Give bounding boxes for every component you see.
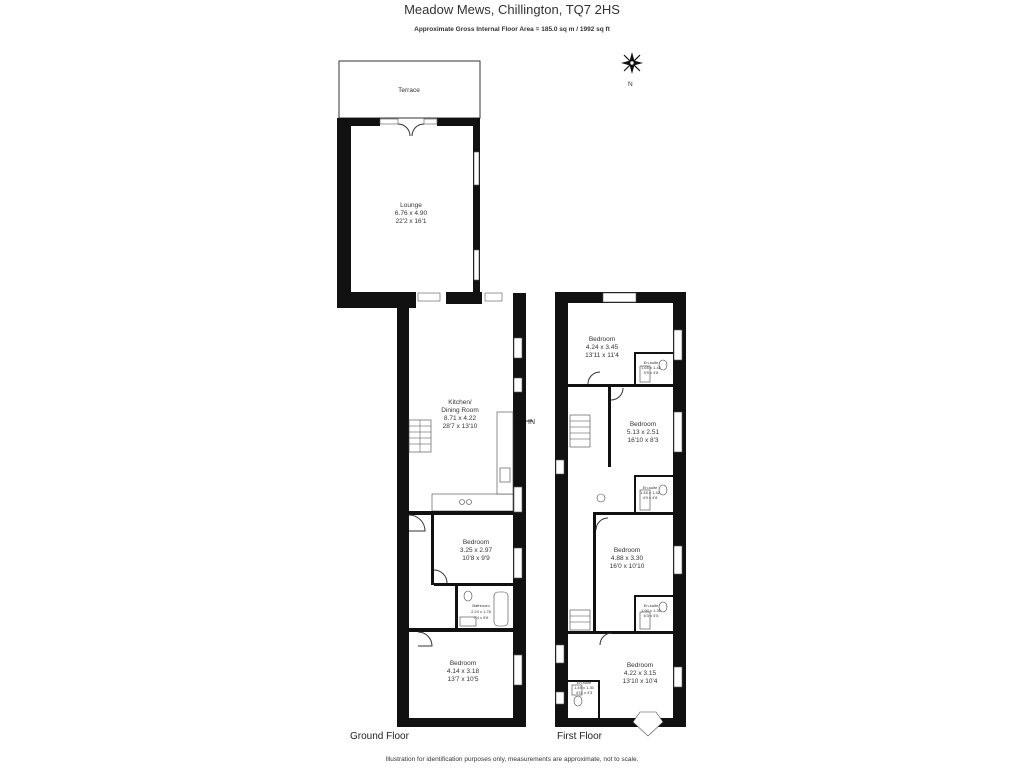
first-bedroom1-metric: 4.24 x 3.45	[586, 344, 619, 351]
lounge-imperial: 22'2 x 16'1	[395, 218, 426, 225]
lounge-metric: 6.76 x 4.90	[395, 210, 428, 217]
first-bedroom4-name: Bedroom	[627, 662, 653, 669]
first-ensuite1-metric: 1.65 x 1.42	[641, 365, 662, 370]
first-bedroom3-name: Bedroom	[614, 547, 640, 554]
ground-floor-label: Ground Floor	[350, 731, 409, 742]
terrace-outline	[338, 60, 481, 119]
first-bedroom2-metric: 5.13 x 2.51	[627, 429, 660, 436]
first-bedroom3-metric: 4.88 x 3.30	[611, 555, 644, 562]
first-ensuite3-name: En-suite	[644, 603, 659, 608]
first-bedroom4-metric: 4.22 x 3.15	[624, 670, 657, 677]
first-bedroom1-imperial: 13'11 x 11'4	[585, 352, 619, 359]
first-floor-plan	[555, 292, 686, 737]
kitchen-metric: 8.71 x 4.22	[444, 415, 477, 422]
first-ensuite2-metric: 1.45 x 1.42	[640, 490, 661, 495]
ground-bedroom1-metric: 3.25 x 2.97	[460, 547, 493, 554]
ground-bedroom2-name: Bedroom	[450, 660, 476, 667]
disclaimer-footer: Illustration for identification purposes…	[385, 756, 639, 763]
first-ensuite1-name: En-suite	[644, 360, 659, 365]
ground-bedroom2-metric: 4.14 x 3.18	[447, 668, 480, 675]
first-ensuite2-name: En-suite	[643, 485, 658, 490]
first-ensuite1-imperial: 5'5 x 4'8	[644, 370, 659, 375]
ground-bathroom-imperial: 7'4 x 5'6	[474, 615, 489, 620]
first-ensuite4-name: En-suite	[577, 680, 592, 685]
ground-stairs	[408, 419, 432, 453]
first-bedroom2-name: Bedroom	[630, 421, 656, 428]
kitchen-imperial: 28'7 x 13'10	[443, 423, 478, 430]
kitchen-name-line1: Kitchen/	[448, 399, 472, 406]
first-ensuite4-imperial: 4'11 x 4'3	[576, 690, 593, 695]
lounge-name: Lounge	[400, 202, 422, 209]
terrace-name: Terrace	[398, 87, 420, 94]
first-ensuite4-metric: 1.49 x 1.30	[574, 685, 595, 690]
kitchen-name-line2: Dining Room	[441, 407, 479, 414]
page-title: Meadow Mews, Chillington, TQ7 2HS	[404, 2, 620, 17]
ground-bathroom-metric: 2.24 x 1.78	[471, 609, 492, 614]
compass-north-label: N	[628, 81, 633, 88]
first-bedroom2-imperial: 16'10 x 8'3	[627, 437, 658, 444]
ground-bedroom2-imperial: 13'7 x 10'5	[447, 676, 478, 683]
ground-floor-plan: IN	[337, 60, 535, 727]
compass-rose-icon	[621, 52, 643, 74]
entrance-label: IN	[528, 419, 535, 426]
first-bedroom1-name: Bedroom	[589, 336, 615, 343]
ground-bathroom-name: Bathroom	[472, 603, 490, 608]
first-ensuite3-imperial: 6'3 x 4'5	[644, 613, 659, 618]
first-bedroom3-imperial: 16'0 x 10'10	[610, 563, 645, 570]
first-ensuite2-imperial: 4'9 x 4'8	[643, 495, 658, 500]
first-stairs	[569, 414, 591, 631]
ground-bedroom1-name: Bedroom	[463, 539, 489, 546]
first-ensuite3-metric: 1.90 x 1.35	[641, 608, 662, 613]
floor-area-subtitle: Approximate Gross Internal Floor Area = …	[414, 26, 610, 33]
first-floor-label: First Floor	[557, 731, 602, 742]
first-bedroom4-imperial: 13'10 x 10'4	[623, 678, 658, 685]
ground-bedroom1-imperial: 10'8 x 9'9	[462, 555, 490, 562]
